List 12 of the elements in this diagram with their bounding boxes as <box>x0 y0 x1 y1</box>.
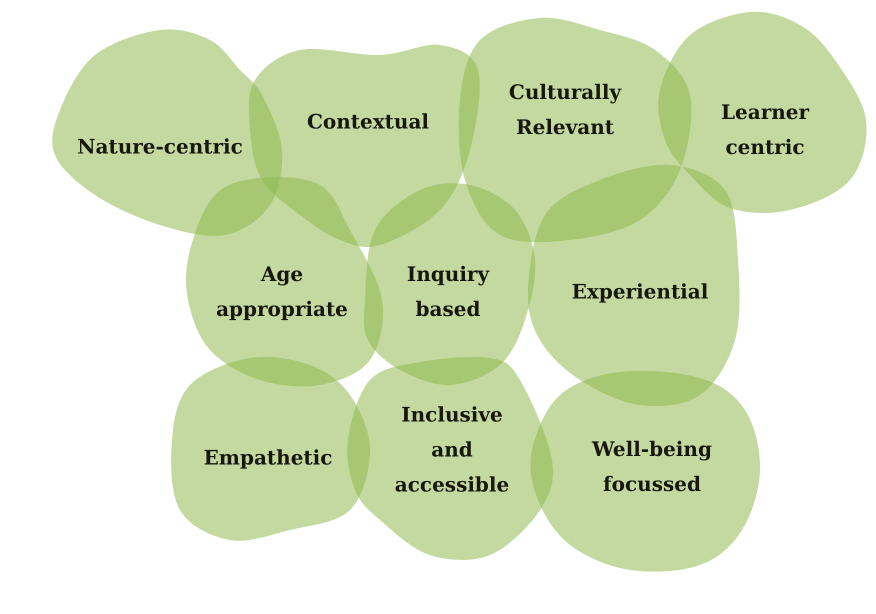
node-label: Experiential <box>572 278 708 306</box>
node-label: Age appropriate <box>215 261 349 323</box>
node-label: Inquiry based <box>406 261 491 323</box>
node-label: Empathetic <box>204 444 332 472</box>
blob-shape <box>658 11 867 214</box>
node-label: Culturally Relevant <box>508 79 623 141</box>
node-label: Nature-centric <box>77 134 243 160</box>
node-label: Learner centric <box>720 99 810 161</box>
node-label: Well-being focussed <box>590 436 713 498</box>
node-label: Contextual <box>306 108 430 136</box>
blob-shape <box>530 370 761 572</box>
node-label: Inclusive and accessible <box>394 402 510 498</box>
